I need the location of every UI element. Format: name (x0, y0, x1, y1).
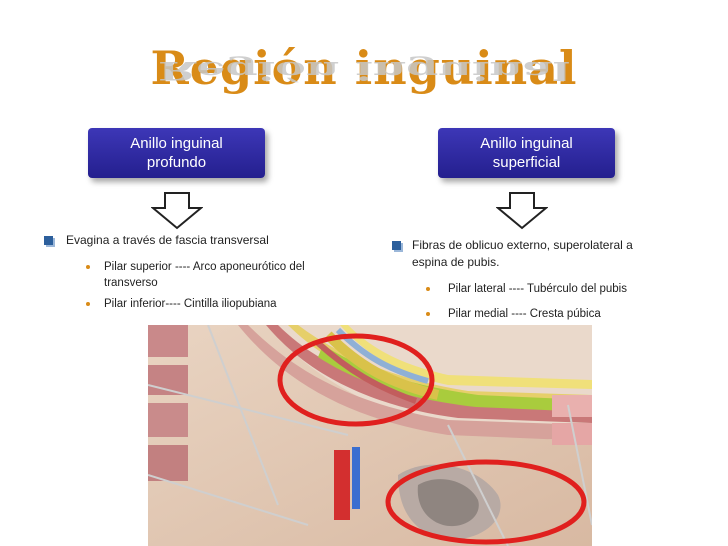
dot-bullet-icon (86, 302, 90, 306)
dot-bullet-icon (86, 265, 90, 269)
square-bullet-icon (392, 241, 401, 250)
box-left-line2: profundo (146, 154, 207, 171)
down-arrow-icon (496, 192, 548, 230)
dot-bullet-icon (426, 312, 430, 316)
left-item-2-line1: Pilar inferior---- Cintilla iliopubiana (104, 298, 277, 310)
box-right-line1: Anillo inguinal (480, 135, 573, 152)
down-arrow-icon (151, 192, 203, 230)
box-right-line2: superficial (492, 154, 561, 171)
right-item-2-line1: Pilar medial ---- Cresta púbica (448, 308, 601, 320)
square-bullet-icon (44, 236, 53, 245)
box-anillo-superficial: Anillo inguinal superficial (438, 128, 615, 178)
title-area: Región inguinal Región inguinal (0, 40, 728, 120)
inguinal-region-illustration (148, 325, 592, 546)
slide-title-reflection: Región inguinal (157, 55, 570, 86)
box-left-line1: Anillo inguinal (130, 135, 223, 152)
right-main-line2: espina de pubis. (412, 255, 500, 269)
right-item-1-line1: Pilar lateral ---- Tubérculo del pubis (448, 283, 627, 295)
right-main-line1: Fibras de oblicuo externo, superolateral… (412, 238, 633, 252)
slide-title: Región inguinal (150, 41, 578, 95)
left-item-1-line2: transverso (104, 277, 158, 289)
dot-bullet-icon (426, 287, 430, 291)
box-anillo-profundo: Anillo inguinal profundo (88, 128, 265, 178)
left-item-1-line1: Pilar superior ---- Arco aponeurótico de… (104, 261, 305, 273)
left-main-text: Evagina a través de fascia transversal (66, 233, 269, 247)
